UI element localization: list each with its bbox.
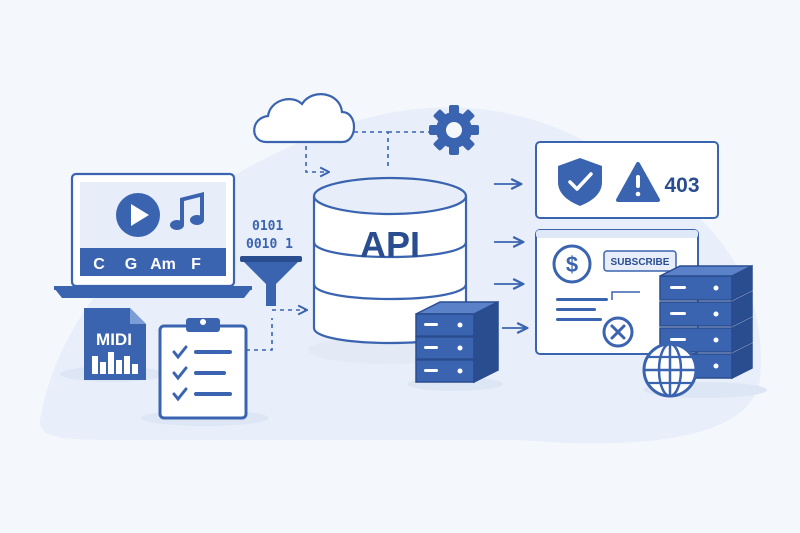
billing-panel: $ SUBSCRIBE [535,229,699,355]
globe-icon [642,342,698,398]
server-stack-icon [407,300,503,391]
api-label: API [360,224,420,265]
binary-line-1: 0101 [252,219,283,234]
midi-label: MIDI [96,330,132,349]
checklist-icon [141,318,269,426]
error-code: 403 [664,174,699,197]
chord-label: G [125,256,137,273]
connector-cloud-db [305,146,328,172]
dollar-icon: $ [552,244,592,284]
close-icon[interactable] [602,316,634,348]
play-icon [116,193,160,237]
binary-line-2: 0010 1 [246,237,293,252]
gear-icon [429,105,479,155]
connector-checklist-db [246,318,273,351]
cloud-icon [253,93,356,144]
music-note-icon [170,192,204,230]
midi-file-icon: MIDI [60,308,164,382]
funnel-icon [240,256,302,306]
warning-icon [616,162,660,202]
subscribe-button[interactable] [603,250,677,272]
shield-check-icon [558,158,602,206]
laptop: C G Am F [54,172,252,298]
chord-label: F [191,256,201,273]
chord-label: C [93,256,105,273]
security-panel: 403 [535,141,719,219]
svg-text:$: $ [566,252,578,277]
subscribe-label: SUBSCRIBE [611,257,670,268]
chord-bar [80,248,226,276]
chord-label: Am [150,256,176,273]
